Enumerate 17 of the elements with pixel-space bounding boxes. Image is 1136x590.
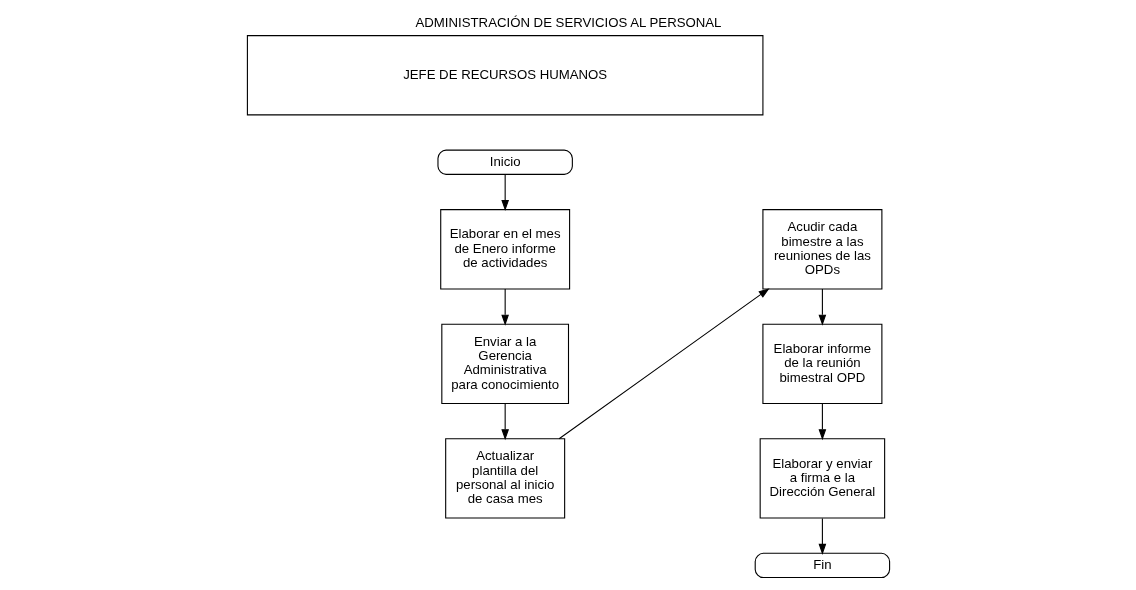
- arrow: [500, 403, 509, 441]
- node-box: Fin: [754, 552, 890, 579]
- arrow: [818, 288, 826, 326]
- arrow: [818, 517, 826, 555]
- diagram-title: ADMINISTRACIÓN DE SERVICIOS AL PERSONAL: [415, 15, 721, 31]
- arrow: [558, 288, 770, 440]
- node-box: Enviar a la Gerencia Administrativa para conocimiento: [440, 323, 569, 405]
- node-box: Elaborar informe de la reunión bimestral OPD: [761, 323, 882, 405]
- arrow: [500, 288, 509, 326]
- node-box: Elaborar y enviar a firma e la Dirección General: [759, 438, 885, 519]
- node-box: Acudir cada bimestre a las reuniones de las OPDs: [761, 209, 882, 290]
- node-box: JEFE DE RECURSOS HUMANOS: [246, 35, 763, 116]
- arrow: [500, 173, 509, 212]
- node-box: Inicio: [436, 149, 573, 175]
- node-box: Actualizar plantilla del personal al inicio de casa mes: [444, 438, 565, 519]
- arrow: [818, 403, 826, 441]
- node-box: Elaborar en el mes de Enero informe de actividades: [439, 209, 570, 290]
